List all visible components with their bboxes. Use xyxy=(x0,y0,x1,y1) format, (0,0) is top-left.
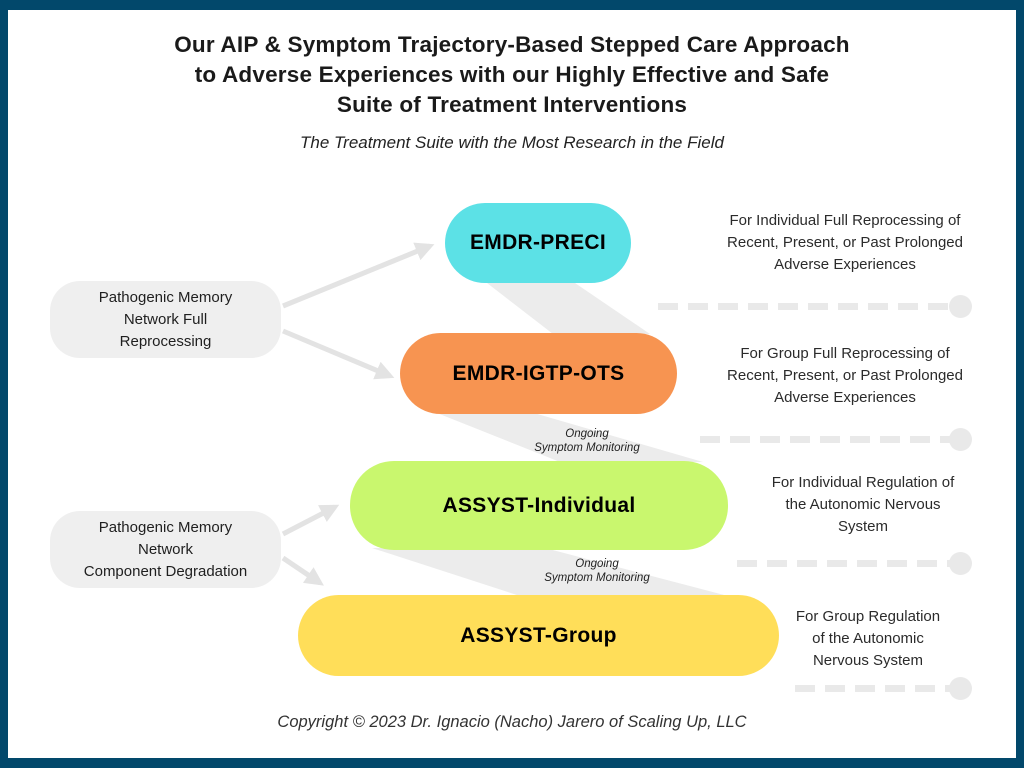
step-pill-emdr-preci: EMDR-PRECI xyxy=(445,203,631,283)
connector-band xyxy=(487,283,650,334)
step-description-assyst-individual: For Individual Regulation of the Autonom… xyxy=(771,474,955,535)
flow-arrow xyxy=(281,504,340,537)
flow-arrow xyxy=(282,328,395,380)
pathogenic-memory-component-degradation-box: Pathogenic Memory Network Component Degr… xyxy=(50,511,281,588)
connector-band xyxy=(372,548,728,596)
timeline-endpoint-dot xyxy=(949,552,972,575)
step-pill-assyst-individual: ASSYST-Individual xyxy=(350,461,728,550)
flow-arrow xyxy=(281,555,324,586)
timeline-dashes xyxy=(795,677,972,700)
connector-band xyxy=(432,411,703,462)
dash-strip xyxy=(658,303,953,310)
step-description-emdr-igtp-ots: For Group Full Reprocessing of Recent, P… xyxy=(727,345,963,406)
step-description-assyst-group: For Group Regulation of the Autonomic Ne… xyxy=(795,608,941,669)
page-subtitle: The Treatment Suite with the Most Resear… xyxy=(300,133,724,152)
flow-arrow xyxy=(282,242,435,309)
dash-strip xyxy=(795,685,953,692)
ongoing-symptom-monitoring-label: Ongoing Symptom Monitoring xyxy=(544,558,650,584)
dash-strip xyxy=(737,560,953,567)
timeline-dashes xyxy=(700,428,972,451)
dash-strip xyxy=(700,436,953,443)
timeline-endpoint-dot xyxy=(949,295,972,318)
step-pill-assyst-group: ASSYST-Group xyxy=(298,595,779,676)
timeline-endpoint-dot xyxy=(949,428,972,451)
ongoing-symptom-monitoring-label: Ongoing Symptom Monitoring xyxy=(534,428,640,454)
step-description-emdr-preci: For Individual Full Reprocessing of Rece… xyxy=(727,212,963,273)
step-pill-emdr-igtp-ots: EMDR-IGTP-OTS xyxy=(400,333,677,414)
timeline-dashes xyxy=(737,552,972,575)
timeline-endpoint-dot xyxy=(949,677,972,700)
page-title: Our AIP & Symptom Trajectory-Based Stepp… xyxy=(174,32,850,117)
timeline-dashes xyxy=(658,295,972,318)
copyright-text: Copyright © 2023 Dr. Ignacio (Nacho) Jar… xyxy=(277,713,747,731)
pathogenic-memory-full-reprocessing-box: Pathogenic Memory Network Full Reprocess… xyxy=(50,281,281,358)
